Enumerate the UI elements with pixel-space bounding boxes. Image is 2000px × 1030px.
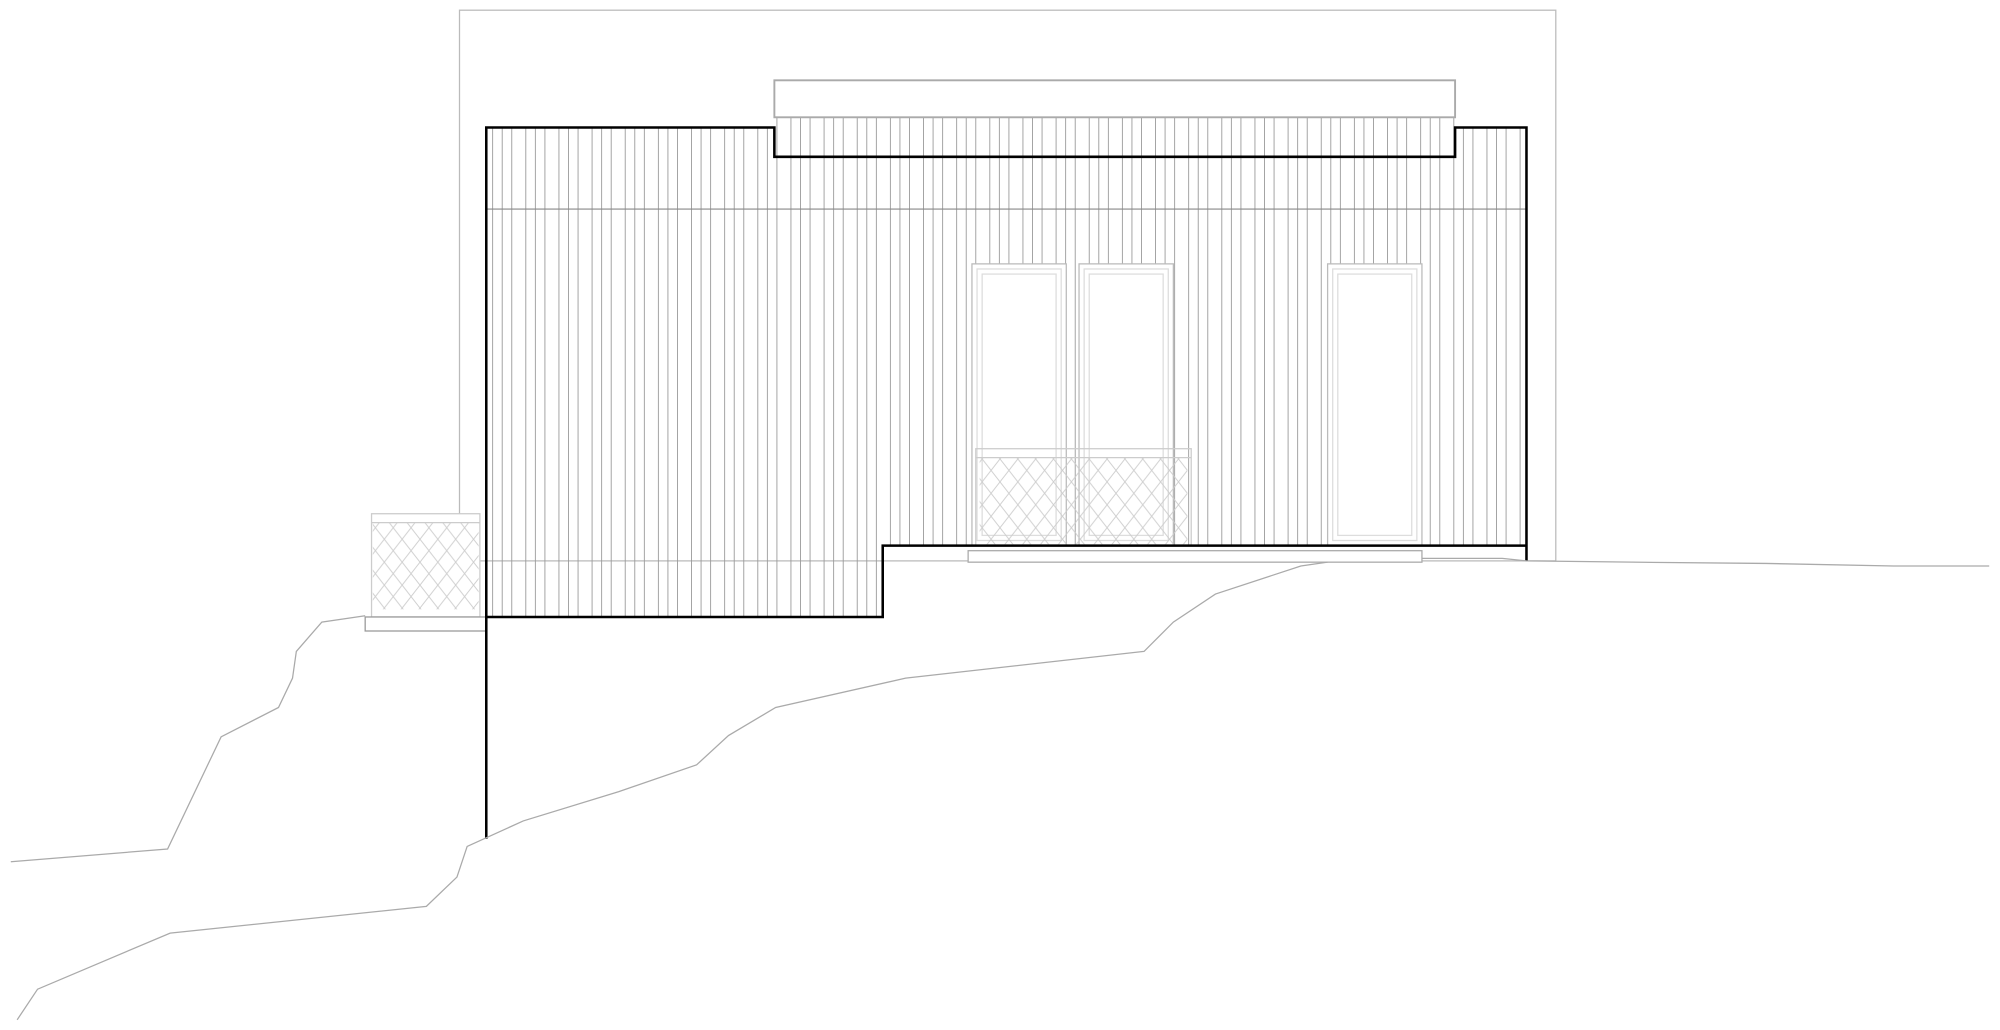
parapet xyxy=(773,79,1457,119)
window-3 xyxy=(1326,263,1423,547)
building-outline xyxy=(485,126,1528,839)
ground-line-lower xyxy=(16,561,1328,1021)
ground-line-upper xyxy=(10,615,366,863)
door-sill xyxy=(967,550,1423,563)
side-balcony xyxy=(364,513,487,632)
ground-line-right xyxy=(1421,557,1990,567)
balcony-railing xyxy=(975,448,1192,547)
